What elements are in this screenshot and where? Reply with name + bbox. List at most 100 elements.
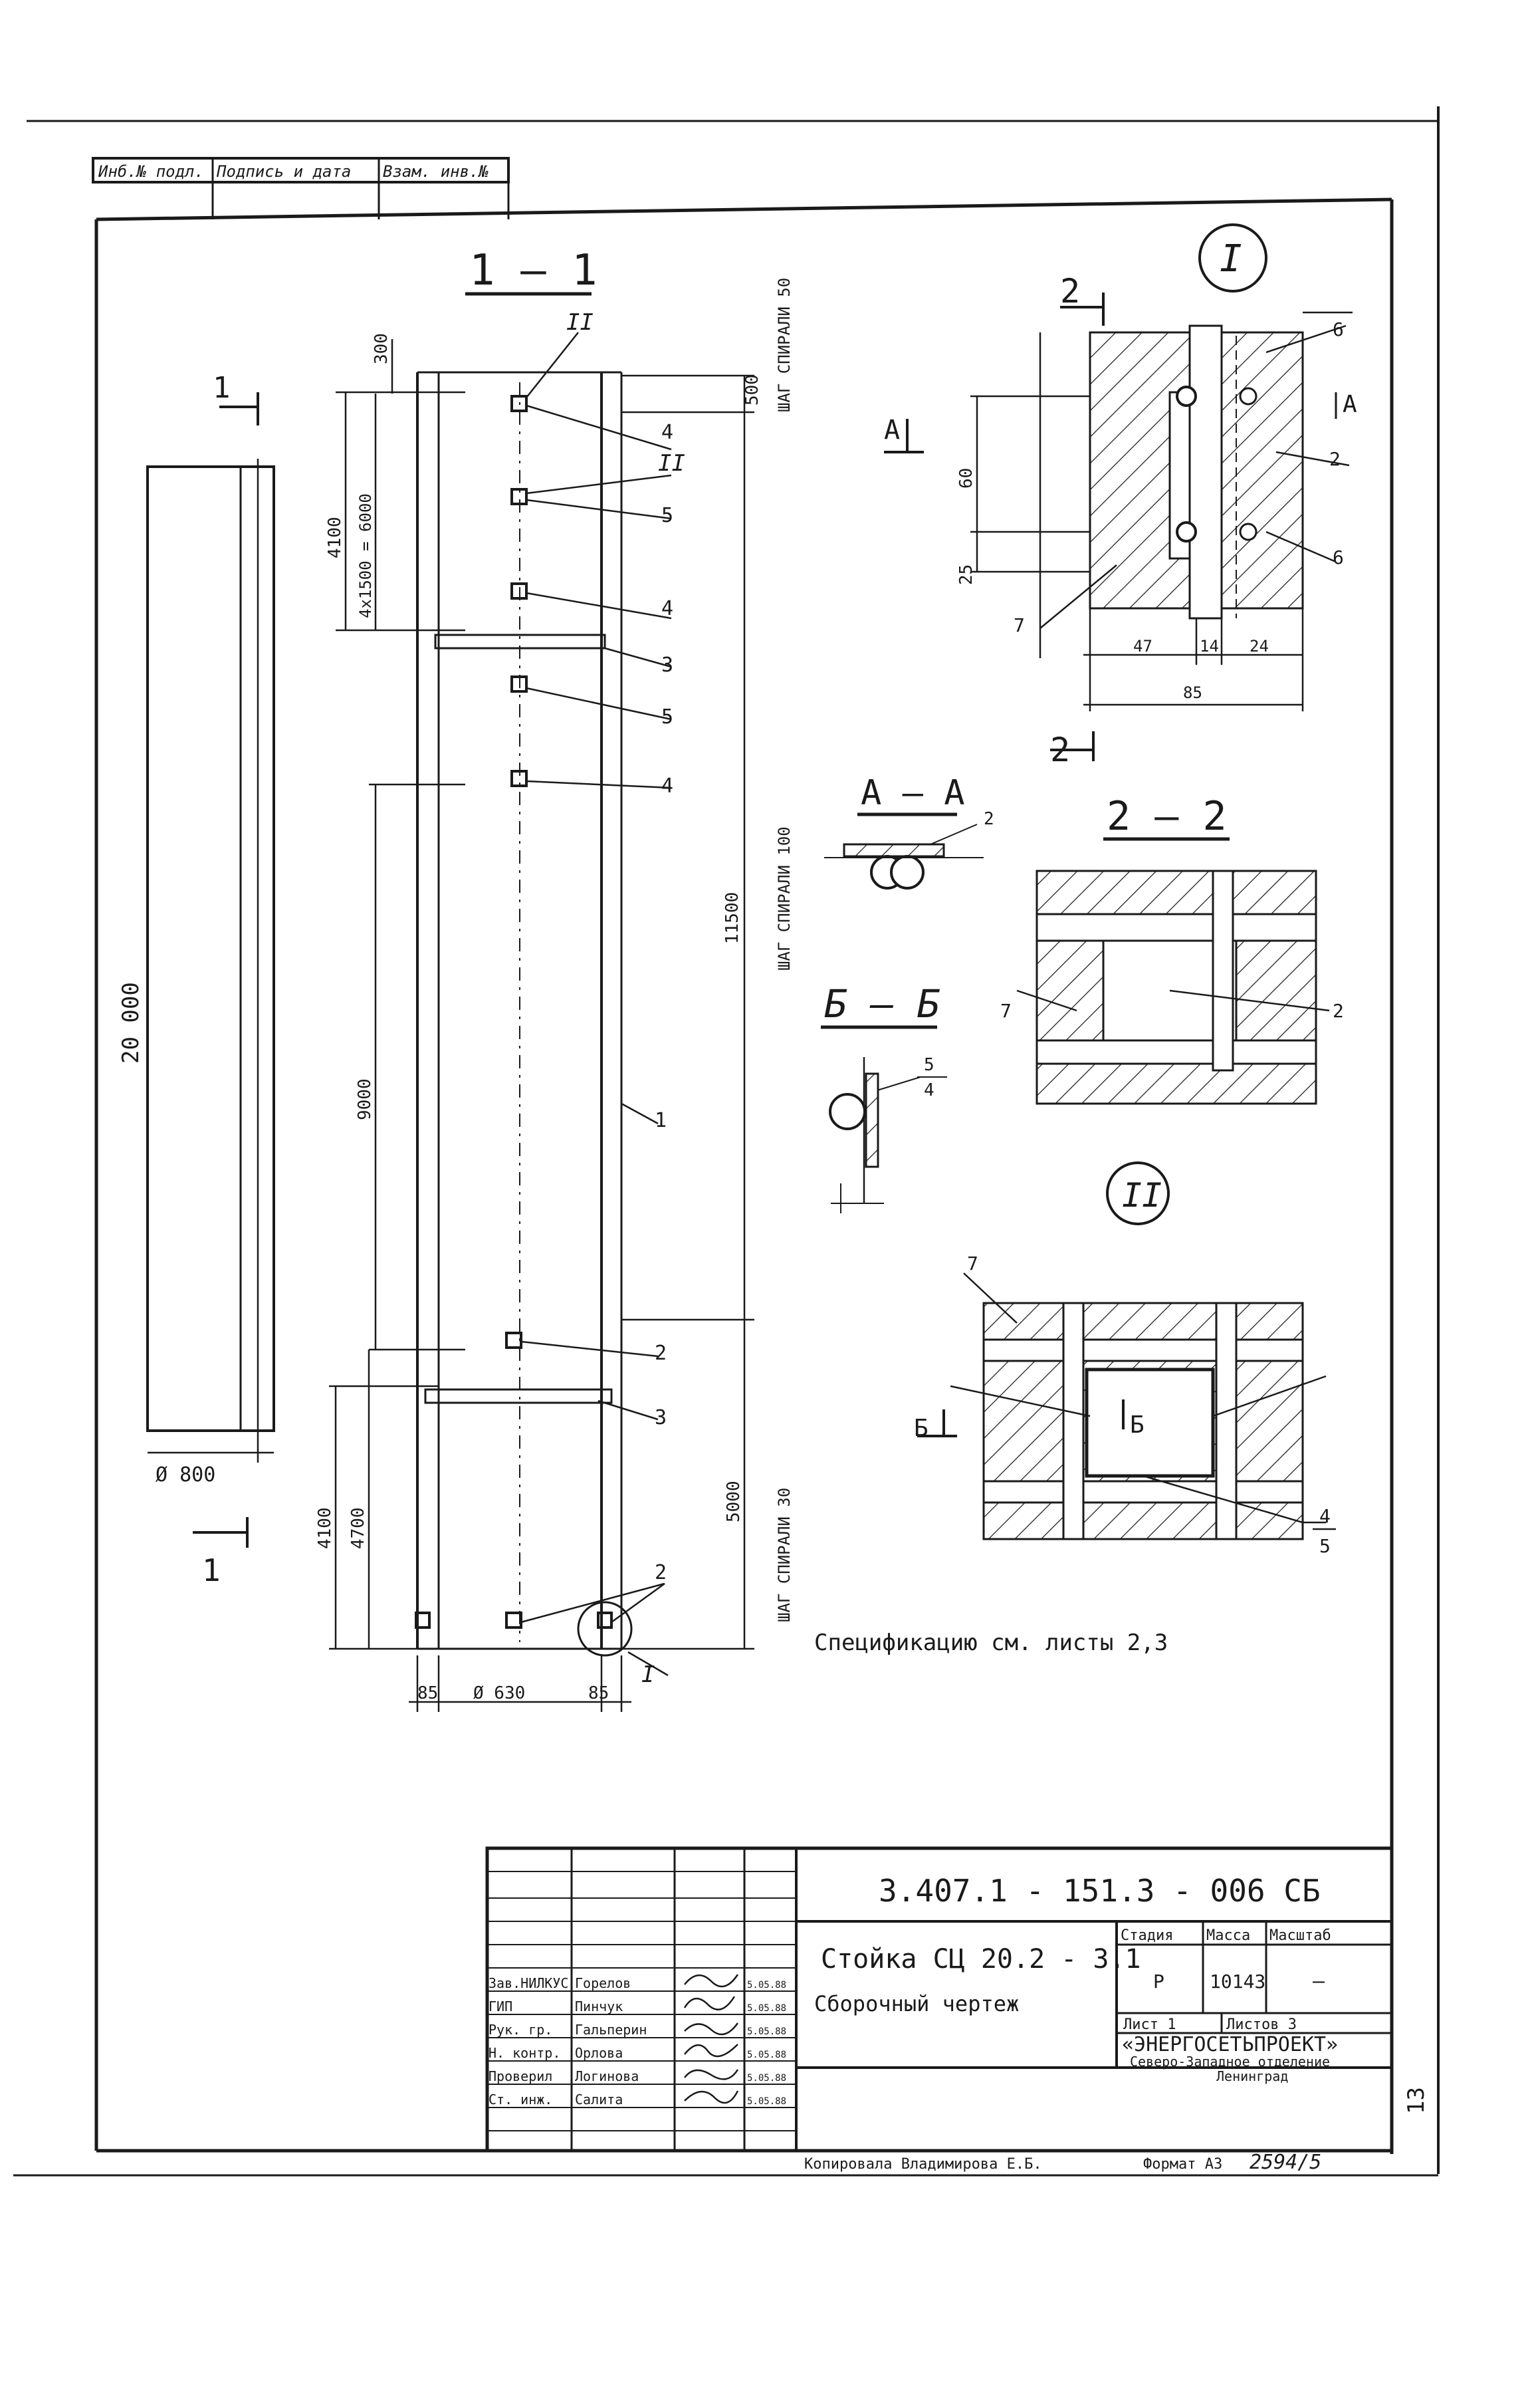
mass-header: Масса: [1206, 1927, 1250, 1944]
callout-2a: 2: [655, 1342, 667, 1365]
scale-value: —: [1313, 1970, 1325, 1993]
scale-header: Масштаб: [1269, 1927, 1331, 1944]
top-stamp: Инб.№ подл. Подпись и дата Взам. инв.№: [92, 157, 510, 219]
callout-II-top: II: [566, 309, 594, 336]
sheets-total: Листов 3: [1226, 2016, 1297, 2033]
role-1: ГИП: [489, 1998, 512, 2014]
dim-4700: 4700: [348, 1507, 368, 1549]
callout-6b: 6: [1333, 546, 1344, 568]
cut-B-outer: Б: [914, 1415, 928, 1442]
dim-300: 300: [372, 333, 391, 364]
cut-B-inner: Б: [1130, 1411, 1145, 1439]
dim-24: 24: [1250, 637, 1269, 656]
dim-85-left: 85: [417, 1683, 438, 1703]
dim-9000: 9000: [355, 1078, 375, 1120]
callout-3b: 3: [655, 1406, 667, 1429]
callout-4-II: 4: [1319, 1505, 1331, 1527]
detail-II-title: II: [1122, 1176, 1162, 1215]
callout-II-mid: II: [658, 450, 685, 477]
spec-note: Спецификацию см. листы 2,3: [814, 1629, 1168, 1656]
dim-4100-bottom: 4100: [315, 1507, 335, 1549]
role-5: Ст. инж.: [489, 2092, 552, 2107]
name-3: Орлова: [575, 2045, 623, 2061]
copied-by: Копировала Владимирова Е.Б.: [804, 2156, 1042, 2173]
dim-25: 25: [956, 564, 976, 585]
callout-3a: 3: [661, 654, 673, 677]
sheet-number: Лист 1: [1123, 2016, 1176, 2033]
section-2-2-title: 2 — 2: [1107, 793, 1227, 840]
dim-4x1500: 4х1500 = 6000: [356, 493, 375, 618]
callout-7c: 7: [967, 1253, 978, 1274]
date-4: 5.05.88: [747, 2073, 786, 2084]
dim-85-right: 85: [588, 1683, 609, 1703]
callout-4-bb: 4: [924, 1080, 934, 1100]
title-line-2: Сборочный чертеж: [814, 1991, 1019, 2016]
callout-I: I: [641, 1661, 655, 1688]
spiral-100: ШАГ СПИРАЛИ 100: [775, 826, 794, 971]
date-0: 5.05.88: [747, 1980, 786, 1990]
callout-4c: 4: [661, 775, 673, 798]
stage-value: Р: [1153, 1971, 1164, 1992]
name-0: Горелов: [575, 1975, 631, 1991]
callout-1: 1: [655, 1109, 667, 1132]
archive-number: 2594/5: [1250, 2151, 1321, 2174]
cut-2-top: 2: [1060, 272, 1080, 310]
section-A-A: А — А 2: [824, 773, 994, 890]
callout-5-II: 5: [1319, 1535, 1331, 1557]
section-2-2: 2 — 2 7 2: [1000, 793, 1344, 1105]
dim-4100: 4100: [325, 517, 345, 558]
dim-60: 60: [956, 468, 976, 489]
callout-5b: 5: [661, 705, 673, 729]
spiral-30: ШАГ СПИРАЛИ 30: [775, 1488, 794, 1622]
date-1: 5.05.88: [747, 2003, 786, 2014]
org-name: «ЭНЕРГОСЕТЬПРОЕКТ»: [1122, 2033, 1338, 2056]
dim-20000: 20 000: [118, 982, 144, 1064]
name-2: Гальперин: [575, 2022, 647, 2038]
callout-4b: 4: [661, 597, 673, 620]
section-A-A-title: А — А: [861, 773, 965, 813]
side-number: 13: [1403, 2087, 1430, 2114]
detail-II: II Б Б 7 4 5: [914, 1161, 1336, 1557]
callout-2c: 2: [1329, 448, 1341, 470]
detail-I-title: I: [1220, 237, 1242, 281]
section-1-1-title: 1 — 1: [469, 246, 598, 295]
callout-7a: 7: [1014, 614, 1025, 636]
dim-d800: Ø 800: [156, 1463, 215, 1487]
stamp-vzam: Взам. инв.№: [383, 162, 489, 181]
callout-6a: 6: [1333, 318, 1344, 340]
date-2: 5.05.88: [747, 2026, 786, 2037]
name-4: Логинова: [575, 2068, 639, 2084]
title-block: 3.407.1 - 151.3 - 006 СБ Стойка СЦ 20.2 …: [485, 1846, 1430, 2174]
title-line-1: Стойка СЦ 20.2 - 3.1: [821, 1944, 1141, 1975]
stamp-inv-podl: Инб.№ подл.: [98, 162, 204, 181]
callout-7b: 7: [1000, 1000, 1012, 1022]
callout-2d: 2: [1333, 1000, 1344, 1022]
dim-5000: 5000: [724, 1481, 744, 1522]
dim-11500: 11500: [722, 892, 742, 944]
date-3: 5.05.88: [747, 2050, 786, 2060]
doc-code: 3.407.1 - 151.3 - 006 СБ: [879, 1873, 1321, 1909]
section-B-B-title: Б — Б: [824, 981, 940, 1026]
org-sub-2: Ленинград: [1216, 2068, 1288, 2084]
cut-mark-1-top: 1: [213, 371, 231, 405]
name-5: Салита: [575, 2092, 623, 2107]
role-4: Проверил: [489, 2068, 552, 2084]
spiral-50: ШАГ СПИРАЛИ 50: [775, 278, 794, 412]
callout-2b: 2: [655, 1561, 667, 1584]
section-B-B: Б — Б 5 4: [821, 981, 947, 1213]
dim-14: 14: [1200, 637, 1219, 656]
stage-header: Стадия: [1121, 1927, 1173, 1944]
cut-mark-1-bottom: 1: [202, 1552, 221, 1588]
dim-500: 500: [742, 374, 762, 406]
name-1: Пинчук: [575, 1998, 623, 2014]
callout-2-aa: 2: [984, 809, 994, 829]
dim-d630: Ø 630: [473, 1683, 525, 1703]
org-sub-1: Северо-Западное отделение: [1130, 2054, 1330, 2070]
mass-value: 10143: [1210, 1971, 1265, 1992]
role-0: Зав.НИЛКУС: [489, 1975, 568, 1991]
cut-A-right: А: [1343, 391, 1357, 418]
section-1-1: 1 — 1: [315, 246, 794, 1712]
callout-5a: 5: [661, 504, 673, 527]
format: Формат А3: [1143, 2156, 1222, 2173]
